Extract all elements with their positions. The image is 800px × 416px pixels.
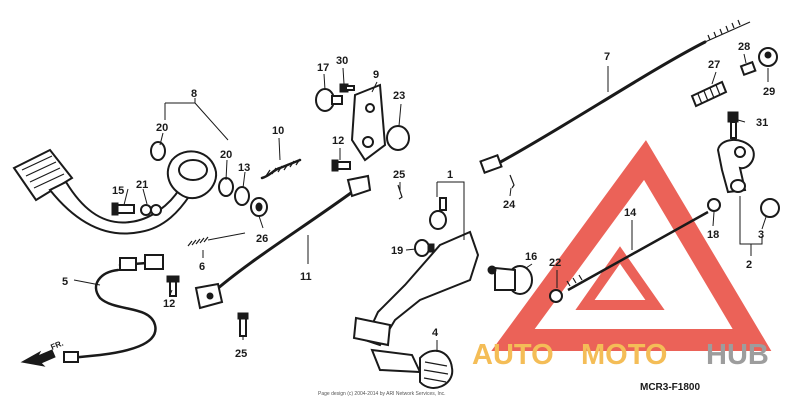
- watermark-triangle-inner: [575, 246, 665, 310]
- clip-24: [509, 174, 515, 189]
- washer-26-hole: [255, 202, 263, 212]
- callout-23: 23: [393, 90, 405, 102]
- collar-28: [739, 60, 757, 77]
- brake-pedal: [12, 148, 218, 235]
- callout-labels: 8 20 20 15 21 13 10 17 30 9 23 12 11 5 6…: [62, 41, 775, 360]
- callout-1: 1: [447, 169, 453, 181]
- bolt-17: [315, 88, 343, 112]
- callout-30: 30: [336, 55, 348, 67]
- front-direction-label: FR.: [49, 339, 64, 352]
- callout-4: 4: [432, 327, 439, 339]
- callout-25b: 25: [235, 348, 247, 360]
- callout-9: 9: [373, 69, 379, 81]
- callout-21: 21: [136, 179, 148, 191]
- callout-29: 29: [763, 86, 775, 98]
- shift-arm: [716, 139, 755, 194]
- callout-6: 6: [199, 261, 205, 273]
- callout-16: 16: [525, 251, 537, 263]
- callout-5: 5: [62, 276, 68, 288]
- callout-8: 8: [191, 88, 197, 100]
- bolt-19: [414, 239, 435, 257]
- bracket-9: [350, 83, 387, 162]
- watermark-auto: AUTO: [472, 339, 554, 371]
- cap-23: [386, 125, 410, 151]
- washer-13: [234, 186, 250, 206]
- bolt-12-lower: [166, 275, 180, 297]
- tie-rod: [566, 210, 709, 292]
- watermark-moto: MOTO: [581, 339, 667, 371]
- watermark-triangle-outer: [491, 140, 772, 351]
- watermark-hub: HUB: [706, 339, 769, 371]
- callout-12b: 12: [163, 298, 175, 310]
- copyright-notice: Page design (c) 2004-2014 by ARI Network…: [318, 391, 446, 397]
- watermark-logo: AUTO MOTO HUB: [472, 140, 772, 371]
- dust-seal-lower: [218, 177, 234, 197]
- callout-7: 7: [604, 51, 610, 63]
- callout-14: 14: [624, 207, 637, 219]
- callout-3: 3: [758, 229, 764, 241]
- callout-20b: 20: [220, 149, 232, 161]
- front-direction-arrow: FR.: [20, 339, 65, 367]
- callout-31: 31: [756, 117, 768, 129]
- shift-rod: [479, 19, 751, 174]
- ball-3: [760, 198, 780, 218]
- bolt-30: [339, 83, 355, 93]
- callout-24: 24: [503, 199, 516, 211]
- callout-13: 13: [238, 162, 250, 174]
- callout-26: 26: [256, 233, 268, 245]
- callout-10: 10: [272, 125, 284, 137]
- callout-28: 28: [738, 41, 750, 53]
- callout-15: 15: [112, 185, 124, 197]
- pivot-16: [487, 265, 533, 295]
- callout-11: 11: [300, 271, 312, 283]
- bolt-15: [111, 202, 135, 216]
- callout-17: 17: [317, 62, 329, 74]
- callout-25a: 25: [393, 169, 405, 181]
- diagram-code: MCR3-F1800: [640, 382, 700, 393]
- shift-pedal: [352, 230, 480, 389]
- pin-21: [140, 204, 162, 216]
- cap-29-hole: [764, 51, 772, 59]
- brake-rod: [194, 174, 372, 310]
- nut-22: [549, 289, 563, 303]
- bolt-25-lower: [237, 312, 249, 337]
- callout-12a: 12: [332, 135, 344, 147]
- brake-switch-wire: [63, 254, 164, 363]
- dust-seal-upper: [150, 141, 166, 161]
- pin-25-upper: [397, 184, 403, 200]
- callout-19: 19: [391, 245, 403, 257]
- callout-20a: 20: [156, 122, 168, 134]
- return-spring: [260, 158, 302, 180]
- nut-18: [707, 198, 721, 212]
- spring-27: [690, 80, 728, 108]
- callout-22: 22: [549, 257, 561, 269]
- callout-27: 27: [708, 59, 720, 71]
- bolt-upper-shift: [429, 197, 447, 230]
- leader-lines: [73, 53, 769, 352]
- callout-2: 2: [746, 259, 752, 271]
- bolt-31: [727, 111, 739, 139]
- callout-18: 18: [707, 229, 719, 241]
- bolt-12-upper: [331, 159, 351, 172]
- spring-6: [187, 232, 246, 247]
